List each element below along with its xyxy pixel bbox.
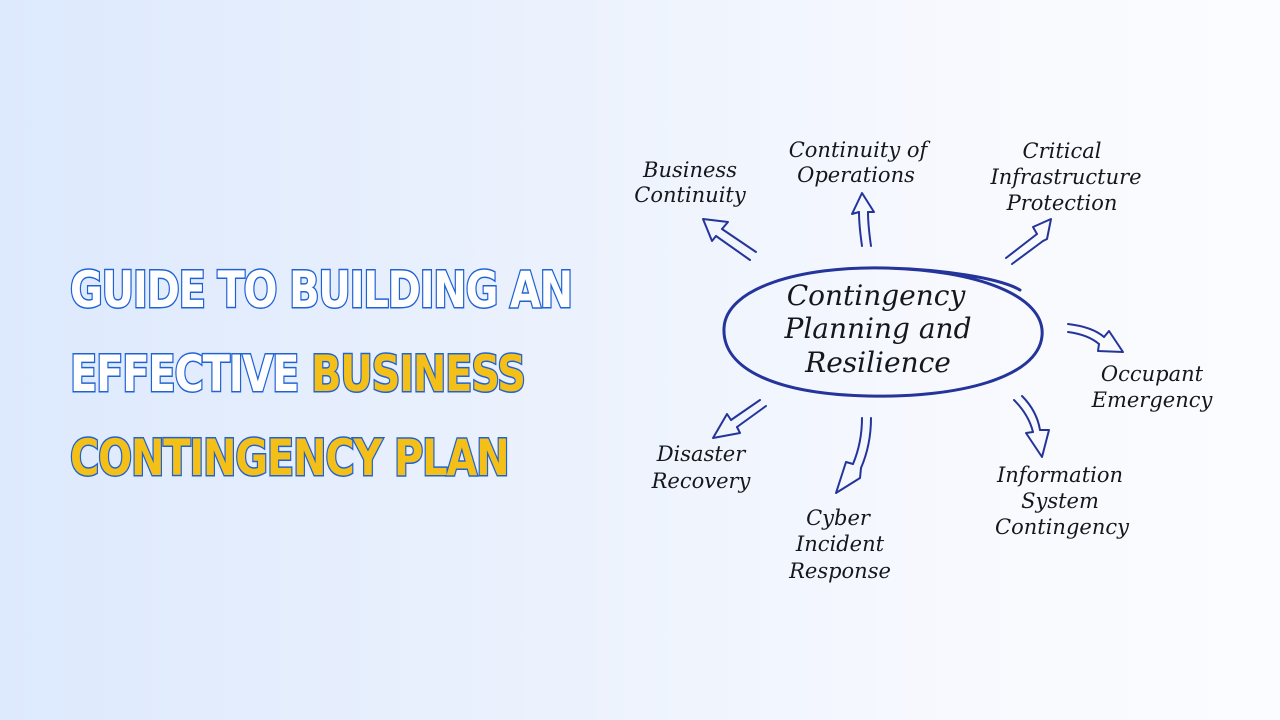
- arrow-to-continuity-of-operations: [851, 192, 875, 247]
- headline-line-1: Guide to Building an: [69, 260, 575, 321]
- center-topic: Contingency Planning and Resilience: [783, 279, 971, 379]
- node-business-continuity: Business Continuity: [634, 158, 747, 207]
- node-continuity-of-operations-line-1: Continuity of: [789, 138, 931, 162]
- center-line-1: Contingency: [787, 279, 967, 312]
- arrow-to-disaster-recovery: [712, 399, 767, 439]
- node-occupant-line-2: Emergency: [1091, 388, 1214, 412]
- node-continuity-of-operations: Continuity of Operations: [789, 138, 931, 187]
- node-information-line-2: System: [1021, 489, 1099, 513]
- node-occupant-emergency: Occupant Emergency: [1091, 362, 1214, 412]
- arrow-to-occupant-emergency: [1067, 323, 1124, 353]
- node-cyber-line-1: Cyber: [806, 506, 872, 530]
- node-business-continuity-line-2: Continuity: [634, 183, 747, 207]
- node-occupant-line-1: Occupant: [1101, 362, 1204, 386]
- center-ellipse: [722, 266, 1044, 398]
- node-information-line-1: Information: [996, 463, 1123, 487]
- node-cyber-line-3: Response: [788, 559, 891, 583]
- page-headline: Guide to Building an Effective Business …: [69, 248, 610, 500]
- arrow-to-cyber-incident-response: [835, 417, 872, 494]
- node-critical-infrastructure-protection: Critical Infrastructure Protection: [989, 139, 1141, 215]
- headline-line-2: Effective Business: [69, 332, 527, 416]
- node-disaster-line-1: Disaster: [656, 442, 747, 466]
- headline-highlight-business: Business: [310, 344, 527, 405]
- node-disaster-line-2: Recovery: [651, 469, 752, 493]
- arrow-to-critical-infrastructure-protection: [1005, 218, 1052, 265]
- headline-line-2-plain: Effective: [69, 344, 312, 405]
- headline-line-3: Contingency Plan: [69, 428, 511, 489]
- node-critical-line-1: Critical: [1023, 139, 1102, 163]
- node-information-line-3: Contingency: [995, 515, 1130, 539]
- center-line-2: Planning and: [783, 312, 971, 345]
- node-information-system-contingency: Information System Contingency: [995, 463, 1130, 539]
- node-disaster-recovery: Disaster Recovery: [651, 442, 752, 493]
- node-business-continuity-line-1: Business: [642, 158, 737, 182]
- node-critical-line-3: Protection: [1006, 191, 1118, 215]
- arrow-to-business-continuity: [702, 218, 757, 261]
- node-critical-line-2: Infrastructure: [989, 165, 1141, 189]
- node-cyber-incident-response: Cyber Incident Response: [788, 506, 891, 583]
- center-line-3: Resilience: [804, 346, 951, 379]
- arrow-to-information-system-contingency: [1013, 395, 1050, 458]
- node-continuity-of-operations-line-2: Operations: [797, 163, 915, 187]
- node-cyber-line-2: Incident: [795, 532, 885, 556]
